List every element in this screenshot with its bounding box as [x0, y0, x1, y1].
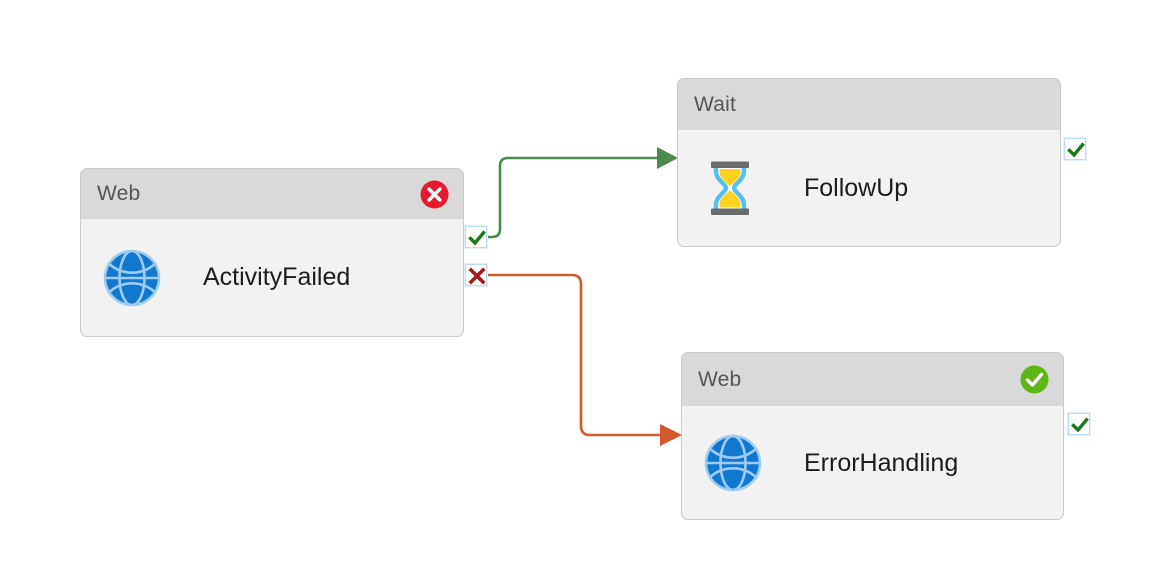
hourglass-icon — [704, 158, 756, 218]
node-name-label: FollowUp — [804, 173, 909, 202]
node-header: Wait — [678, 79, 1060, 130]
success-circle-icon — [1020, 365, 1049, 394]
arrowhead-icon — [657, 147, 678, 169]
port-success-error-handling[interactable] — [1068, 413, 1090, 435]
node-body: ErrorHandling — [682, 406, 1063, 519]
node-name-label: ActivityFailed — [203, 263, 351, 291]
check-icon — [1071, 417, 1089, 433]
node-header: Web — [682, 353, 1063, 406]
port-success-follow-up[interactable] — [1064, 138, 1086, 160]
node-follow-up[interactable]: Wait FollowUp — [677, 78, 1061, 247]
edge-error — [487, 273, 682, 446]
check-icon — [1067, 142, 1085, 158]
node-body: ActivityFailed — [81, 219, 463, 336]
port-success-activity-failed[interactable] — [465, 226, 487, 248]
error-circle-icon — [420, 180, 449, 209]
node-name-label: ErrorHandling — [804, 448, 959, 477]
globe-icon — [704, 434, 762, 492]
node-type-label: Wait — [694, 92, 737, 116]
check-icon — [468, 230, 486, 246]
cross-icon — [468, 267, 486, 285]
node-activity-failed[interactable]: Web — [80, 168, 464, 337]
node-header: Web — [81, 169, 463, 219]
node-error-handling[interactable]: Web — [681, 352, 1064, 520]
globe-icon — [103, 249, 161, 307]
edge-success — [487, 147, 678, 239]
node-type-label: Web — [97, 182, 141, 205]
node-type-label: Web — [698, 367, 742, 391]
port-error-activity-failed[interactable] — [465, 264, 487, 286]
node-body: FollowUp — [678, 130, 1060, 246]
arrowhead-icon — [660, 424, 682, 446]
